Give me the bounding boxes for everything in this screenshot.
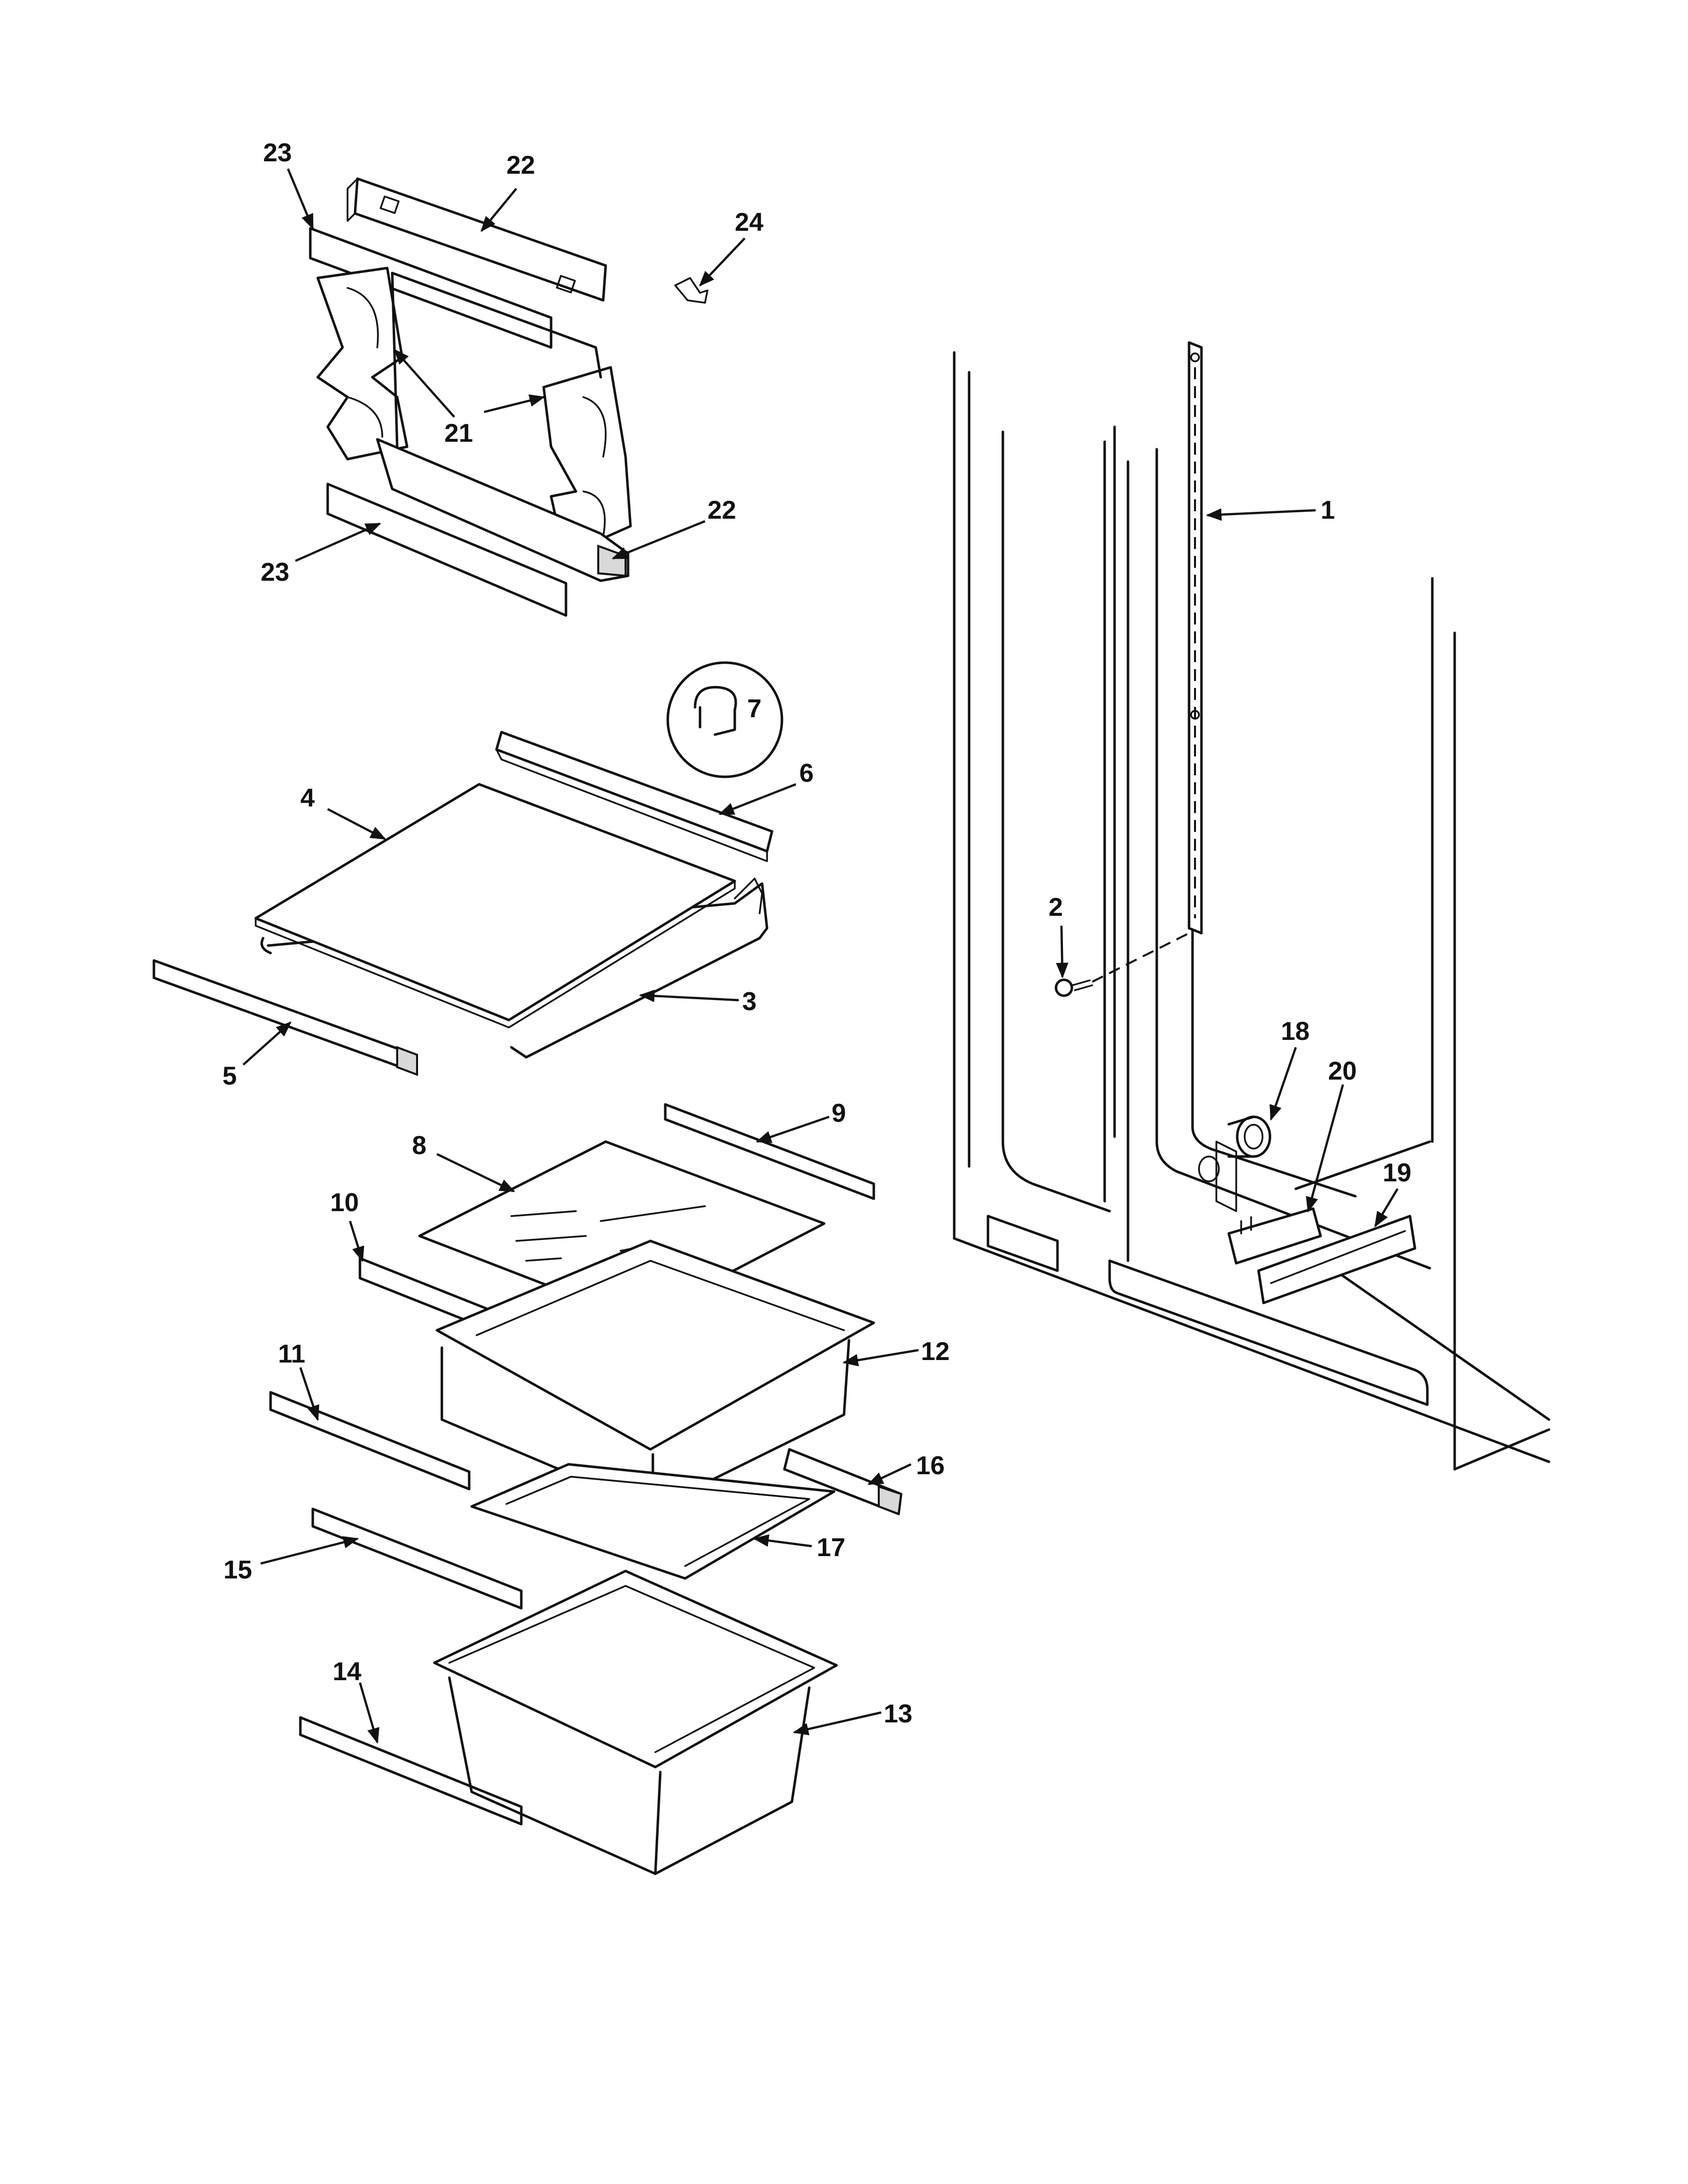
callout-13: 13 [884,1700,913,1728]
callout-22-lower: 22 [707,496,736,525]
callout-7: 7 [747,694,762,723]
callout-23-upper: 23 [263,138,292,167]
callout-4: 4 [300,784,315,813]
callout-17: 17 [817,1533,845,1562]
callout-18: 18 [1281,1017,1310,1046]
callout-22-upper: 22 [506,151,535,180]
callout-10: 10 [330,1188,359,1217]
upper-rack-assembly [309,177,708,617]
callout-20: 20 [1328,1057,1357,1086]
callout-5: 5 [222,1062,237,1091]
leader-lines [242,168,1399,1744]
callout-11: 11 [278,1340,305,1368]
callout-21: 21 [444,419,473,448]
callout-23-lower: 23 [261,558,289,587]
refrigerator-cabinet [953,341,1550,1471]
crisper-pan-lower [433,1570,838,1875]
callout-2: 2 [1049,893,1063,922]
detail-circle [666,661,783,778]
callout-24: 24 [735,208,764,237]
callout-labels: 1 2 3 4 5 6 7 8 9 10 11 12 13 14 15 16 1… [222,138,1411,1728]
callout-12: 12 [921,1337,950,1366]
callout-19: 19 [1383,1159,1411,1187]
callout-9: 9 [832,1099,846,1128]
crisper-rails [470,1448,903,1580]
callout-14: 14 [333,1657,361,1686]
callout-3: 3 [742,987,757,1016]
front-trims [269,1391,523,1826]
callout-8: 8 [412,1131,426,1160]
glass-shelf-assembly [152,731,774,1076]
callout-6: 6 [799,759,814,788]
callout-16: 16 [916,1451,945,1480]
callout-1: 1 [1321,496,1335,525]
callout-15: 15 [223,1556,252,1584]
